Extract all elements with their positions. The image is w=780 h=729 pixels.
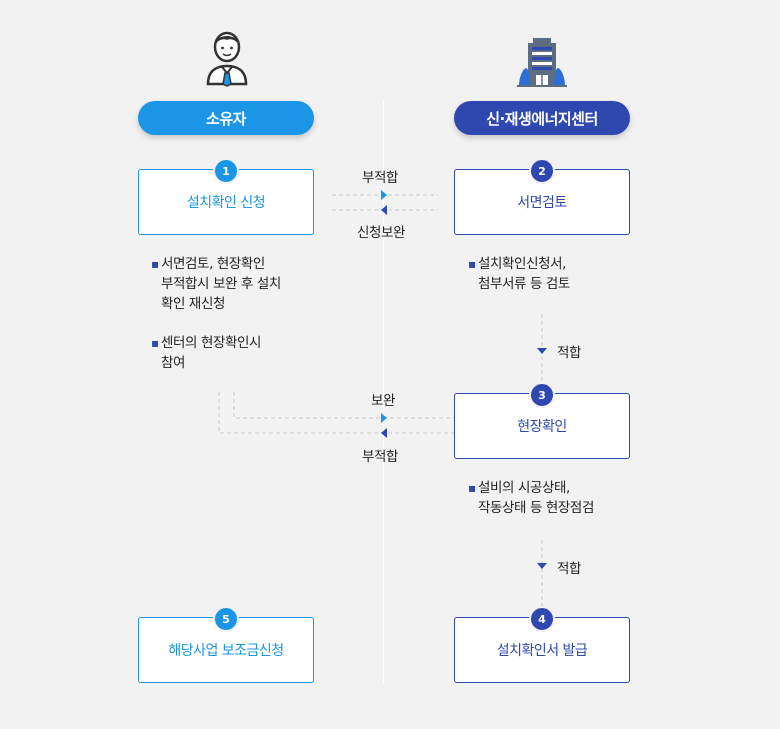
label-supplement: 보완 xyxy=(371,393,396,409)
center-column-label: 신·재생에너지센터 xyxy=(486,109,598,128)
bullet-icon: ▪ xyxy=(151,336,159,350)
step-2-badge: 2 xyxy=(529,158,555,184)
label-suitable-2: 적합 xyxy=(557,561,582,577)
label-unsuitable-top: 부적합 xyxy=(362,170,399,186)
center-note-step2: ▪ 설치확인신청서, 첨부서류 등 검토 xyxy=(468,256,570,292)
bullet-icon: ▪ xyxy=(468,257,476,271)
arrow-right-icon xyxy=(381,190,387,200)
label-unsuitable-mid: 부적합 xyxy=(362,449,399,465)
step-5-label: 해당사업 보조금신청 xyxy=(168,643,284,659)
connector-mid-lower xyxy=(218,392,454,434)
label-suitable-1: 적합 xyxy=(557,345,582,361)
center-column-header: 신·재생에너지센터 xyxy=(454,101,630,135)
connector-mid-upper xyxy=(233,392,454,419)
divider-line xyxy=(383,100,384,684)
arrow-left-icon xyxy=(381,428,387,438)
owner-note-1: ▪ 서면검토, 현장확인 부적합시 보완 후 설치 확인 재신청 xyxy=(151,256,281,312)
label-supplement-request: 신청보완 xyxy=(357,225,406,241)
step-1-label: 설치확인 신청 xyxy=(186,195,266,211)
step-5-badge: 5 xyxy=(213,606,239,632)
owner-column-header: 소유자 xyxy=(138,101,314,135)
step-4-badge: 4 xyxy=(529,606,555,632)
arrow-down-icon xyxy=(537,563,547,569)
person-icon xyxy=(206,31,248,87)
bullet-icon: ▪ xyxy=(151,257,159,271)
owner-note-2: ▪ 센터의 현장확인시 참여 xyxy=(151,335,262,371)
step-4-label: 설치확인서 발급 xyxy=(496,643,588,659)
arrow-right-icon xyxy=(381,413,387,423)
arrow-left-icon xyxy=(381,205,387,215)
bullet-icon: ▪ xyxy=(468,481,476,495)
arrow-down-icon xyxy=(537,348,547,354)
owner-column-label: 소유자 xyxy=(206,109,246,128)
step-2-label: 서면검토 xyxy=(517,195,567,211)
building-icon xyxy=(517,38,567,87)
step-1-badge: 1 xyxy=(213,158,239,184)
step-3-label: 현장확인 xyxy=(517,419,567,435)
center-note-step3: ▪ 설비의 시공상태, 작동상태 등 현장점검 xyxy=(468,480,594,516)
step-3-badge: 3 xyxy=(529,382,555,408)
